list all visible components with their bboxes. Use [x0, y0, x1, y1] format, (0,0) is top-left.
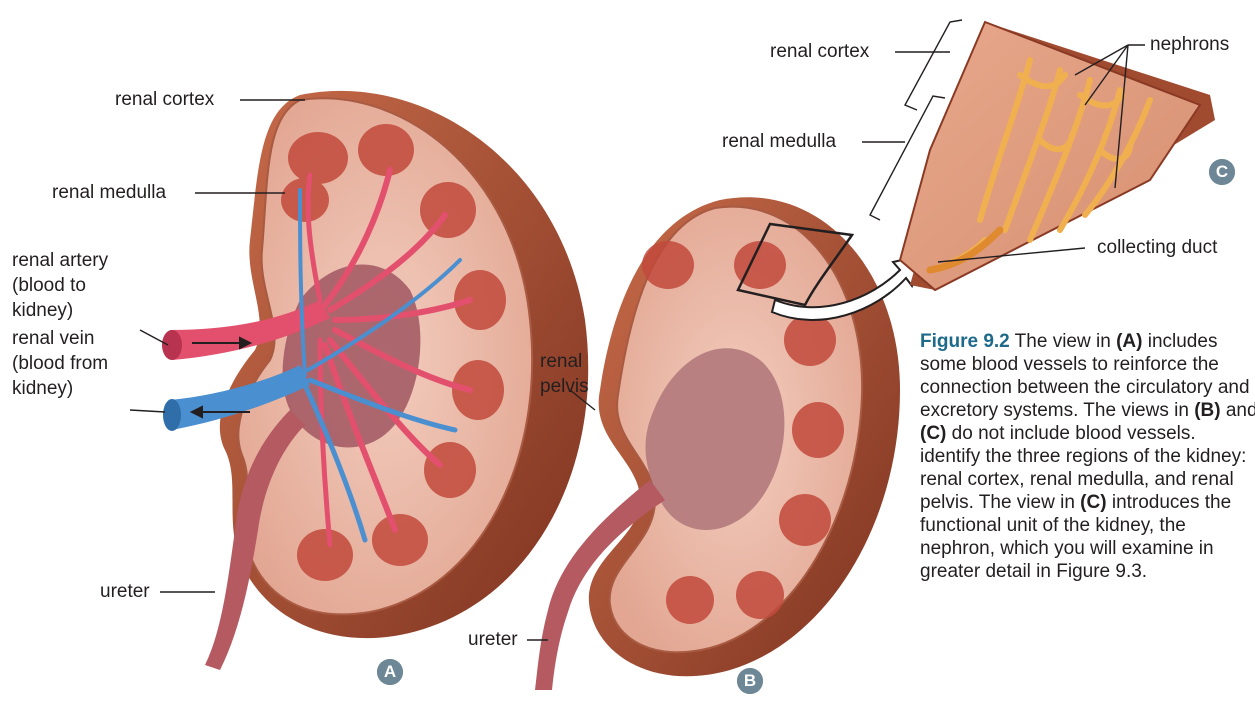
label-a-renal-artery-line2: (blood to — [12, 274, 86, 297]
badge-c: C — [1209, 159, 1235, 185]
label-a-ureter: ureter — [100, 580, 150, 603]
caption-figure-number: Figure 9.2 — [920, 331, 1010, 352]
label-a-renal-cortex: renal cortex — [115, 88, 214, 111]
label-a-renal-vein-line3: kidney) — [12, 377, 73, 400]
label-b-renal-pelvis-line1: renal — [540, 350, 582, 373]
label-b-renal-pelvis-line2: pelvis — [540, 375, 589, 398]
kidney-b — [535, 197, 925, 690]
label-c-collecting-duct: collecting duct — [1097, 236, 1217, 259]
label-a-renal-vein-line2: (blood from — [12, 352, 108, 375]
label-a-renal-vein-line1: renal vein — [12, 327, 94, 350]
caption-text: The view in — [1010, 331, 1116, 352]
figure-caption: Figure 9.2 The view in (A) includes some… — [920, 330, 1255, 583]
caption-text: and — [1221, 400, 1255, 421]
badge-b: B — [737, 668, 763, 694]
label-b-ureter: ureter — [468, 628, 518, 651]
caption-text: do not include blood vessels. — [946, 423, 1195, 444]
label-a-renal-artery-line1: renal artery — [12, 249, 108, 272]
caption-ref-b: (B) — [1194, 400, 1220, 421]
caption-ref-c: (C) — [920, 423, 946, 444]
label-a-renal-medulla: renal medulla — [52, 181, 166, 204]
caption-ref-a: (A) — [1116, 331, 1142, 352]
label-a-renal-artery-line3: kidney) — [12, 299, 73, 322]
label-c-nephrons: nephrons — [1150, 33, 1229, 56]
label-c-renal-cortex: renal cortex — [770, 40, 869, 63]
label-c-renal-medulla: renal medulla — [722, 130, 836, 153]
badge-a: A — [377, 659, 403, 685]
kidney-a — [162, 91, 588, 670]
caption-ref-c: (C) — [1080, 492, 1106, 513]
